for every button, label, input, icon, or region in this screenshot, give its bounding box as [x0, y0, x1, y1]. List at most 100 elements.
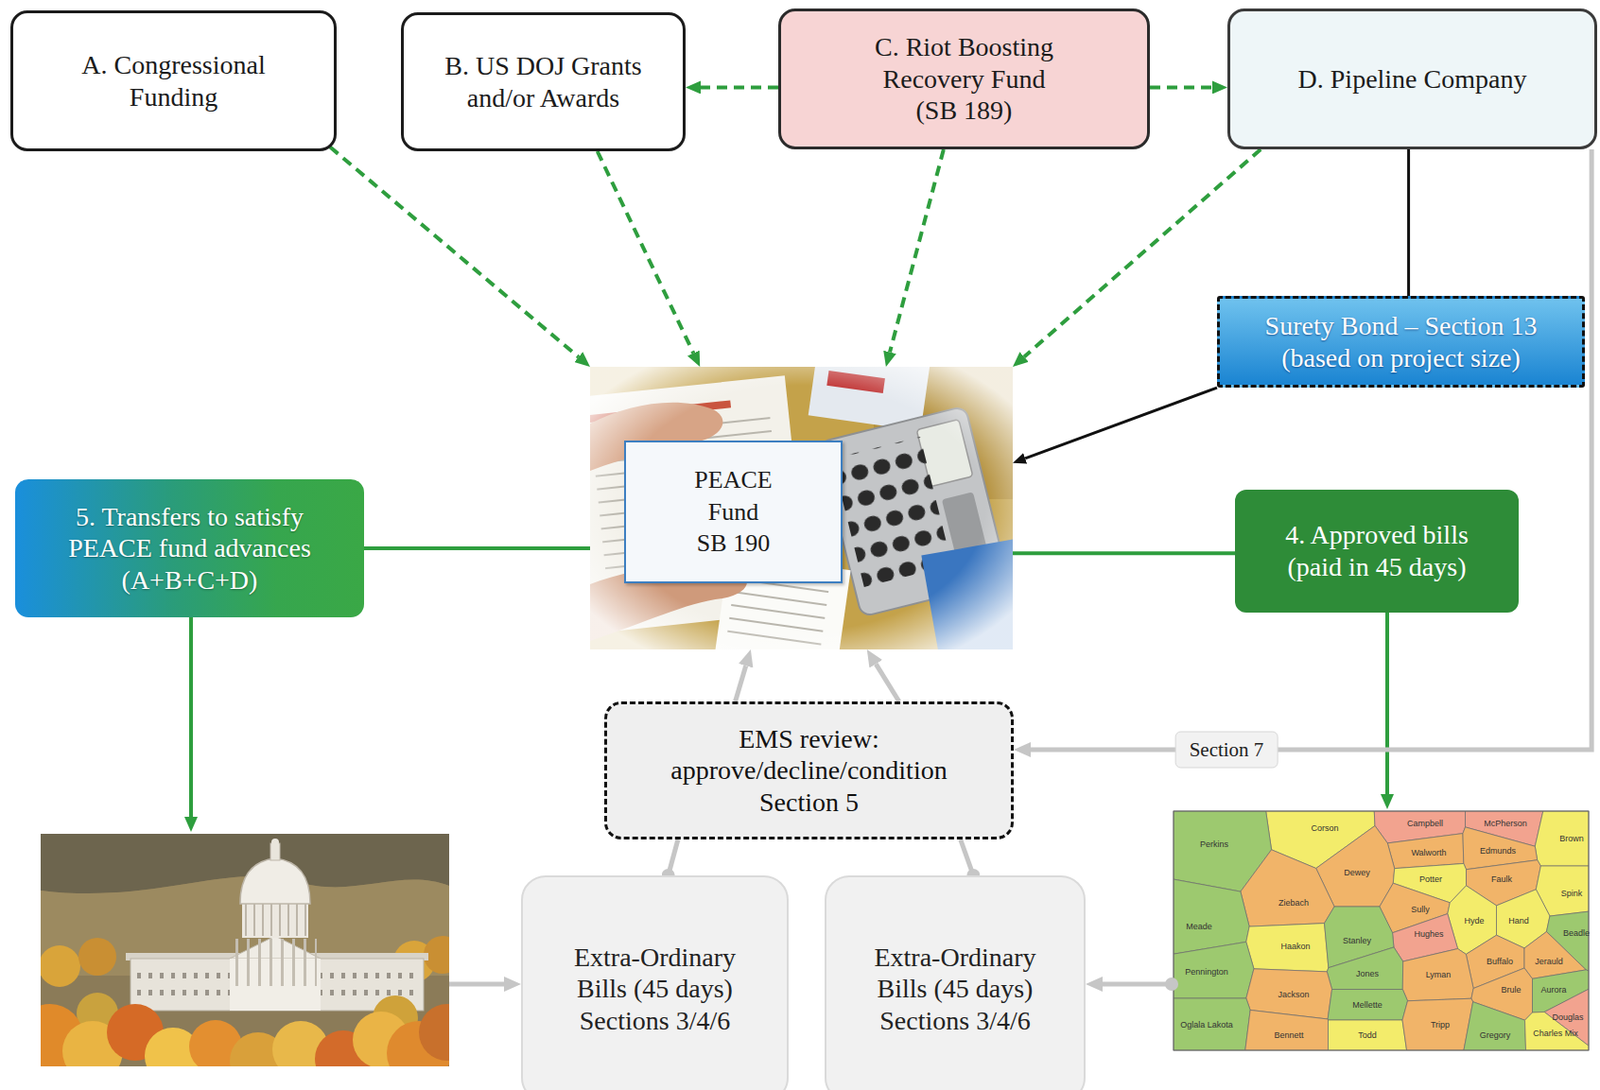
connector [364, 546, 591, 551]
capitol-building [125, 838, 429, 1011]
connector [668, 839, 679, 876]
county-name: Perkins [1200, 840, 1229, 850]
capitol-photo [17, 834, 476, 1090]
map-border [1173, 811, 1589, 1051]
county-shape [1328, 1020, 1408, 1051]
county-name: Spink [1561, 889, 1583, 899]
desk-photo [590, 366, 1013, 650]
county-name: Bennett [1273, 1031, 1304, 1041]
connector [1012, 551, 1235, 556]
county-name: Buffalo [1486, 957, 1514, 967]
county-name: Walworth [1410, 849, 1446, 858]
source-box: C. Riot Boosting Recovery Fund (SB 189) [778, 8, 1150, 150]
county-name: Pennington [1184, 968, 1229, 977]
flow-arrow [191, 612, 1388, 992]
county-name: Jackson [1277, 991, 1309, 1000]
county-shape [1402, 998, 1474, 1051]
county-name: Todd [1357, 1031, 1377, 1041]
county-name: Charles Mix [1532, 1029, 1579, 1039]
box-text: A. Congressional Funding [60, 49, 288, 113]
county-shape [1245, 1009, 1329, 1051]
flow-arrow [189, 617, 193, 818]
note-text: PEACE Fund SB 190 [624, 440, 843, 584]
connector [597, 151, 695, 354]
county-shape [1525, 1011, 1589, 1051]
fund-note: PEACE Fund SB 190 [590, 366, 1013, 650]
photo-vignette [590, 366, 1013, 650]
county-shape [1387, 834, 1464, 870]
county-name: Hyde [1463, 917, 1484, 926]
county-shape [1173, 941, 1254, 999]
county-shape [1173, 879, 1250, 955]
county-name: Aurora [1540, 986, 1566, 995]
capitol-building [229, 958, 321, 1011]
connector [1025, 387, 1218, 459]
county-shape [1402, 949, 1474, 1002]
flow-arrow [1385, 612, 1390, 795]
autumn-trees [418, 1004, 450, 1061]
county-name: Brown [1559, 834, 1584, 844]
county-name: Edmunds [1479, 847, 1516, 856]
box-text: EMS review: approve/decline/condition Se… [648, 723, 971, 819]
county-name: Hughes [1413, 930, 1444, 940]
box-text: 5. Transfers to satisfy PEACE fund advan… [48, 501, 332, 597]
county-name: Tripp [1430, 1021, 1450, 1030]
flow-arrow [449, 982, 505, 988]
county-shape [1463, 1002, 1527, 1051]
box-text: D. Pipeline Company [1298, 63, 1528, 96]
edge-label: Section 7 [1175, 731, 1279, 769]
county-name: Dewey [1343, 869, 1371, 878]
capitol-building [229, 936, 321, 959]
box-text: Surety Bond – Section 13 (based on proje… [1245, 310, 1558, 374]
capitol-photo [40, 834, 450, 1067]
capitol-building [240, 858, 311, 905]
county-name: Sully [1410, 905, 1430, 915]
county-name: Hand [1508, 917, 1530, 926]
connector [700, 85, 779, 89]
process-box: 5. Transfers to satisfy PEACE fund advan… [15, 479, 365, 618]
county-name: Jerauld [1534, 957, 1564, 967]
connector [875, 663, 900, 702]
county-shape [1534, 811, 1589, 867]
box-text: Extra-Ordinary Bills (45 days) Sections … [560, 941, 750, 1038]
connector [889, 149, 944, 353]
source-box: D. Pipeline Company [1227, 8, 1598, 150]
county-name: Lyman [1426, 971, 1452, 980]
county-name: McPherson [1483, 819, 1528, 829]
connector [735, 665, 747, 702]
review-box: EMS review: approve/decline/condition Se… [604, 701, 1014, 840]
capitol-building [235, 939, 317, 987]
box-text: B. US DOJ Grants and/or Awards [430, 50, 658, 114]
county-name: Corson [1310, 824, 1339, 834]
box-text: Extra-Ordinary Bills (45 days) Sections … [860, 941, 1050, 1038]
county-name: Oglala Lakota [1180, 1021, 1234, 1030]
source-box: A. Congressional Funding [10, 10, 337, 152]
connector [960, 839, 974, 876]
county-name: Meade [1185, 922, 1213, 932]
county-name: Campbell [1407, 819, 1444, 829]
capitol-building [271, 838, 279, 847]
connectors [330, 86, 1592, 876]
box-text: C. Riot Boosting Recovery Fund (SB 189) [869, 31, 1061, 127]
county-shape [1327, 990, 1408, 1022]
connector [1407, 149, 1410, 296]
capitol-photo [40, 945, 81, 988]
autumn-trees [40, 992, 450, 1067]
county-name: Ziebach [1278, 899, 1309, 908]
county-name: Douglas [1551, 1013, 1583, 1023]
connector [330, 147, 579, 358]
county-name: Jones [1356, 970, 1379, 979]
county-map [1173, 811, 1589, 1051]
capitol-photo [78, 938, 117, 976]
flow-arrow [1102, 982, 1172, 988]
county-name: Haakon [1280, 942, 1310, 952]
county-shape [1240, 850, 1335, 927]
desk-photo [590, 366, 1013, 650]
bills-box: Extra-Ordinary Bills (45 days) Sections … [824, 875, 1086, 1090]
county-shape [1173, 998, 1251, 1051]
bond-box: Surety Bond – Section 13 (based on proje… [1217, 295, 1585, 388]
county-name: Gregory [1479, 1031, 1512, 1041]
